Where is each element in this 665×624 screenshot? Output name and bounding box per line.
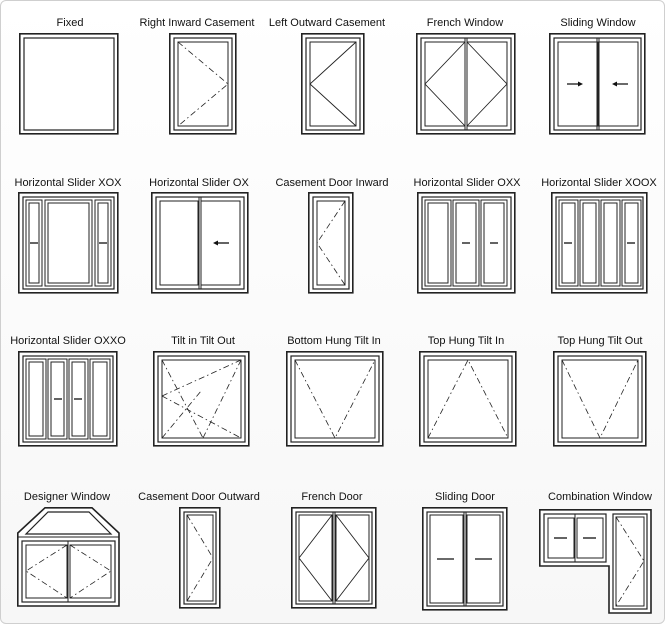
label-french-door: French Door xyxy=(301,491,363,503)
french-window-diagram xyxy=(416,33,516,135)
horizontal-slider-oxxo-diagram xyxy=(18,351,118,447)
tilt-in-tilt-out-diagram xyxy=(153,351,250,447)
label-sliding-door: Sliding Door xyxy=(435,491,495,503)
sliding-window-diagram xyxy=(549,33,646,135)
label-horizontal-slider-oxx: Horizontal Slider OXX xyxy=(413,177,521,189)
sliding-door-diagram xyxy=(422,507,508,611)
label-horizontal-slider-ox: Horizontal Slider OX xyxy=(149,177,249,189)
combination-window-diagram xyxy=(539,509,652,614)
fixed-window-diagram xyxy=(19,33,119,135)
right-inward-casement-diagram xyxy=(169,33,237,135)
top-hung-tilt-in-diagram xyxy=(419,351,517,447)
label-french-window: French Window xyxy=(426,17,504,29)
label-top-hung-tilt-in: Top Hung Tilt In xyxy=(427,335,505,347)
label-horizontal-slider-oxxo: Horizontal Slider OXXO xyxy=(10,335,126,347)
french-door-diagram xyxy=(291,507,377,609)
label-fixed: Fixed xyxy=(56,17,84,29)
label-combination-window: Combination Window xyxy=(548,491,652,503)
label-sliding-window: Sliding Window xyxy=(560,17,636,29)
casement-door-inward-diagram xyxy=(308,192,354,294)
label-horizontal-slider-xoox: Horizontal Slider XOOX xyxy=(541,177,657,189)
label-bottom-hung-tilt-in: Bottom Hung Tilt In xyxy=(287,335,381,347)
left-outward-casement-diagram xyxy=(301,33,365,135)
label-top-hung-tilt-out: Top Hung Tilt Out xyxy=(557,335,643,347)
top-hung-tilt-out-diagram xyxy=(553,351,647,447)
label-right-inward-casement: Right Inward Casement xyxy=(139,17,255,29)
label-left-outward-casement: Left Outward Casement xyxy=(268,17,386,29)
bottom-hung-tilt-in-diagram xyxy=(286,351,384,447)
casement-door-outward-diagram xyxy=(179,507,221,609)
horizontal-slider-xoox-diagram xyxy=(551,192,648,294)
horizontal-slider-oxx-diagram xyxy=(417,192,516,294)
horizontal-slider-xox-diagram xyxy=(18,192,119,294)
label-casement-door-inward: Casement Door Inward xyxy=(275,177,389,189)
label-horizontal-slider-xox: Horizontal Slider XOX xyxy=(14,177,122,189)
horizontal-slider-ox-diagram xyxy=(151,192,249,294)
designer-window-diagram xyxy=(17,507,120,607)
label-designer-window: Designer Window xyxy=(23,491,111,503)
label-casement-door-outward: Casement Door Outward xyxy=(138,491,260,503)
label-tilt-in-tilt-out: Tilt in Tilt Out xyxy=(171,335,235,347)
